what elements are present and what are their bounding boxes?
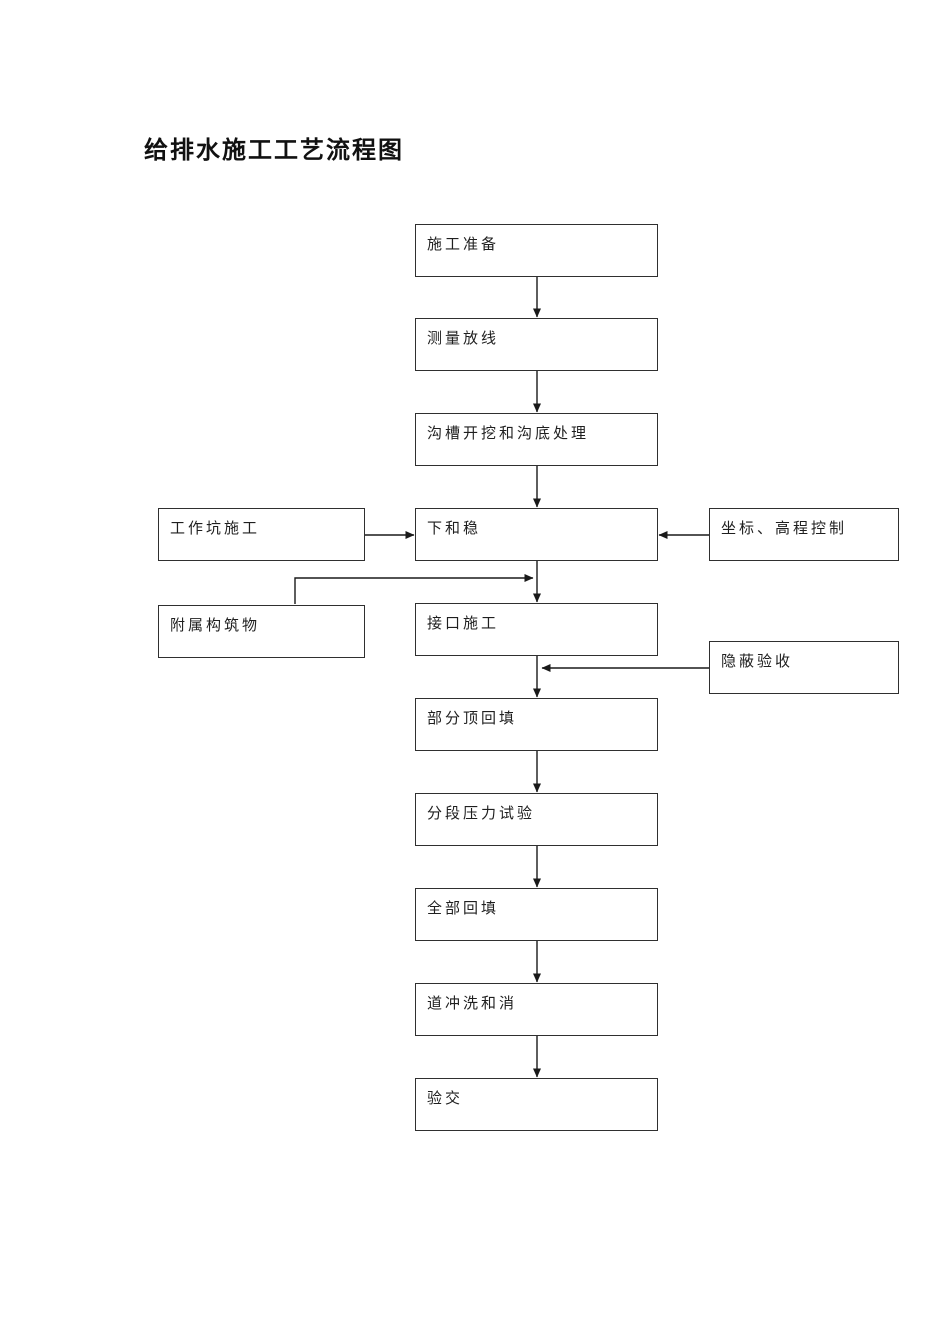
flow-node-pipe-flushing: 道冲洗和消: [415, 983, 658, 1036]
flow-node-trench-excavation: 沟槽开挖和沟底处理: [415, 413, 658, 466]
flow-node-label: 隐蔽验收: [721, 654, 794, 670]
flow-node-work-pit: 工作坑施工: [158, 508, 365, 561]
flow-node-label: 坐标、高程控制: [721, 521, 848, 537]
flow-node-label: 测量放线: [427, 331, 500, 347]
flow-node-label: 下和稳: [427, 521, 482, 537]
flow-node-auxiliary-structures: 附属构筑物: [158, 605, 365, 658]
flow-node-label: 附属构筑物: [170, 618, 261, 634]
flow-node-label: 接口施工: [427, 616, 500, 632]
flow-node-label: 施工准备: [427, 237, 500, 253]
flow-node-pipe-laying: 下和稳: [415, 508, 658, 561]
flow-node-label: 部分顶回填: [427, 711, 518, 727]
flow-node-coordinate-elevation-control: 坐标、高程控制: [709, 508, 899, 561]
flow-node-full-backfill: 全部回填: [415, 888, 658, 941]
flow-node-construction-prep: 施工准备: [415, 224, 658, 277]
flow-node-hidden-works-acceptance: 隐蔽验收: [709, 641, 899, 694]
flow-node-joint-construction: 接口施工: [415, 603, 658, 656]
page-title: 给排水施工工艺流程图: [144, 137, 404, 164]
flow-node-label: 验交: [427, 1091, 464, 1107]
flow-node-partial-backfill: 部分顶回填: [415, 698, 658, 751]
flow-node-acceptance-handover: 验交: [415, 1078, 658, 1131]
flow-node-sectional-pressure-test: 分段压力试验: [415, 793, 658, 846]
flow-node-label: 工作坑施工: [170, 521, 261, 537]
arrow-auxiliary-to-flow: [294, 574, 534, 604]
flow-node-label: 道冲洗和消: [427, 996, 518, 1012]
flow-node-label: 分段压力试验: [427, 806, 536, 822]
flow-node-label: 沟槽开挖和沟底处理: [427, 426, 590, 442]
flow-node-survey-layout: 测量放线: [415, 318, 658, 371]
flow-node-label: 全部回填: [427, 901, 500, 917]
